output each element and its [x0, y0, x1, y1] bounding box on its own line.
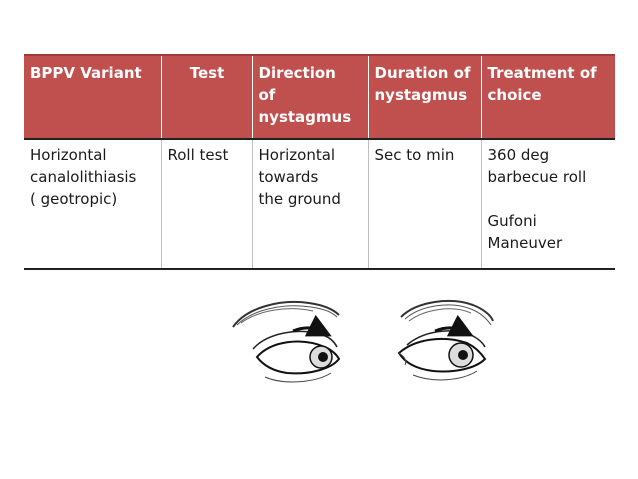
header-bppv-variant: BPPV Variant	[24, 55, 161, 139]
left-eye	[232, 301, 341, 383]
eyes-looking-right-with-arrows-icon	[232, 300, 494, 383]
table-row: Horizontal canalolithiasis ( geotropic) …	[24, 139, 615, 269]
cell-variant: Horizontal canalolithiasis ( geotropic)	[30, 146, 137, 208]
treatment-spacer	[488, 188, 611, 210]
cell-direction: Horizontal towards the ground	[251, 139, 368, 269]
header-duration-of-nystagmus: Duration of nystagmus	[367, 55, 481, 139]
bppv-table: BPPV Variant Test Direction of nystagmus…	[24, 54, 615, 270]
table-header-row: BPPV Variant Test Direction of nystagmus…	[24, 55, 615, 139]
header-treatment-of-choice: Treatment of choice	[480, 55, 615, 139]
cell-treatment: 360 deg barbecue roll Gufoni Maneuver	[480, 139, 615, 269]
header-test: Test	[160, 55, 252, 139]
right-eye	[397, 300, 494, 381]
header-direction-of-nystagmus: Direction of nystagmus	[251, 55, 368, 139]
cell-duration: Sec to min	[367, 139, 481, 269]
cell-test: Roll test	[160, 139, 252, 269]
